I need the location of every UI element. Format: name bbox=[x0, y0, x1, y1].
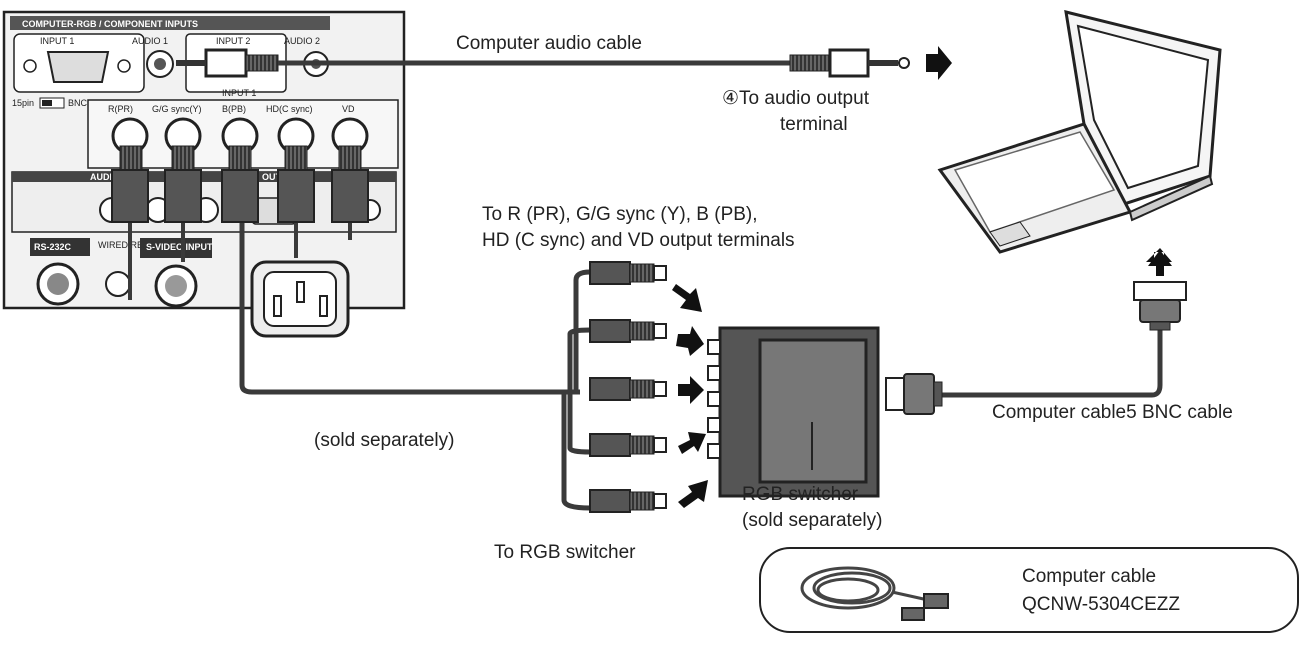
wired-remote-label: WIRED REMOTE bbox=[98, 240, 169, 250]
screw-icon bbox=[117, 59, 131, 73]
panel-input2-label: INPUT 2 bbox=[216, 36, 250, 46]
bnc-plug-icon bbox=[589, 319, 704, 356]
to-rgb-switcher-label: To RGB switcher bbox=[494, 542, 636, 563]
panel-input1-bnc-label: INPUT 1 bbox=[222, 88, 256, 98]
sold-separately-label: (sold separately) bbox=[314, 430, 455, 451]
arrow-icon bbox=[678, 480, 708, 508]
audio-output-terminal-label: terminal bbox=[780, 114, 848, 135]
audio-plug-in-panel bbox=[176, 48, 279, 78]
bnc-label-r: R(PR) bbox=[108, 104, 133, 114]
bnc-plug-icon bbox=[589, 376, 704, 404]
audio-output-step-label: ④To audio output bbox=[722, 88, 869, 109]
rs232c-label: RS-232C bbox=[34, 242, 72, 252]
panel-bnc-plugs bbox=[111, 145, 369, 223]
bnc-label-b: B(PB) bbox=[222, 104, 246, 114]
arrow-icon bbox=[676, 326, 704, 356]
computer-audio-cable-label: Computer audio cable bbox=[456, 33, 642, 54]
laptop-icon bbox=[937, 10, 1222, 254]
switcher-bnc-plugs bbox=[589, 261, 708, 513]
dsub-plug-switcher bbox=[885, 373, 943, 415]
remote-jack-icon bbox=[105, 271, 131, 297]
bnc-plug-icon bbox=[111, 145, 149, 223]
arrow-icon bbox=[678, 432, 706, 454]
accessory-name-label: Computer cable bbox=[1022, 566, 1157, 587]
dsub-plug-laptop bbox=[1133, 248, 1187, 331]
switch-left-label: 15pin bbox=[12, 98, 34, 108]
bnc-label-hd: HD(C sync) bbox=[266, 104, 313, 114]
audio-out-label: AUDIO bbox=[90, 172, 119, 182]
arrow-icon bbox=[672, 284, 702, 312]
bnc-label-vd: VD bbox=[342, 104, 355, 114]
panel-bnc-jacks bbox=[111, 117, 369, 155]
rgb-switcher-label-line1: RGB switcher bbox=[742, 484, 859, 505]
bnc-plug-icon bbox=[589, 480, 708, 513]
bnc-plug-icon bbox=[589, 432, 706, 457]
screw-icon bbox=[23, 59, 37, 73]
panel-audio1-label: AUDIO 1 bbox=[132, 36, 168, 46]
rgb-switcher-label-line2: (sold separately) bbox=[742, 510, 883, 531]
computer-cable-bnc-label: Computer cable5 BNC cable bbox=[992, 402, 1233, 423]
bnc-label-g: G/G sync(Y) bbox=[152, 104, 202, 114]
bnc-plug-icon bbox=[277, 145, 315, 223]
svideo-label: S-VIDEO INPUT bbox=[146, 242, 213, 252]
accessory-part-label: QCNW-5304CEZZ bbox=[1022, 594, 1181, 615]
coiled-cable-icon bbox=[800, 566, 949, 621]
dsub-port-icon bbox=[46, 51, 110, 83]
arrow-up-icon bbox=[1148, 250, 1172, 276]
bnc-plug-icon bbox=[589, 261, 702, 312]
panel-audio2-label: AUDIO 2 bbox=[284, 36, 320, 46]
cables bbox=[239, 60, 1163, 511]
arrow-icon bbox=[678, 376, 704, 404]
rgb-switcher bbox=[707, 326, 880, 498]
bnc-plug-icon bbox=[164, 145, 202, 223]
switch-right-label: BNC bbox=[68, 98, 88, 108]
audio-cable-plug bbox=[789, 46, 952, 80]
bnc-plug-icon bbox=[221, 145, 259, 223]
panel-input1-label: INPUT 1 bbox=[40, 36, 74, 46]
panel-bnc-cables bbox=[128, 222, 352, 300]
accessory-box bbox=[759, 547, 1299, 633]
panel-header-label: COMPUTER-RGB / COMPONENT INPUTS bbox=[22, 19, 198, 29]
output-terminals-line1: To R (PR), G/G sync (Y), B (PB), bbox=[482, 204, 758, 225]
output-terminals-line2: HD (C sync) and VD output terminals bbox=[482, 230, 795, 251]
arrow-right-icon bbox=[926, 46, 952, 80]
bnc-plug-icon bbox=[331, 145, 369, 223]
